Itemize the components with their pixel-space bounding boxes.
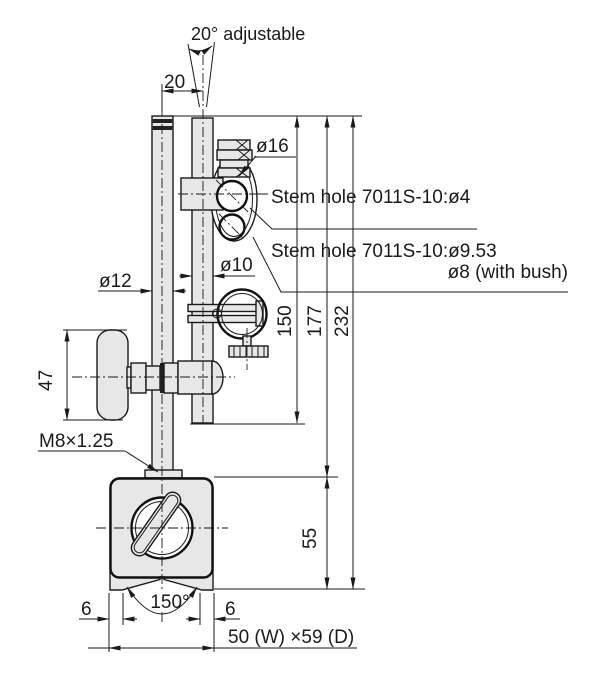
dia16-text: ø16 <box>256 136 289 157</box>
rod-socket <box>177 360 213 395</box>
clamp-knurl-knob <box>217 167 251 178</box>
fine-clamp-nut <box>228 345 269 358</box>
fine-clamp-screw <box>212 308 222 319</box>
rod-socket-dome <box>211 360 224 395</box>
main-column <box>151 115 174 473</box>
clamp-knurl-knob <box>216 149 253 161</box>
leader-dia16 <box>238 155 257 177</box>
angle-arc-20deg <box>188 45 213 56</box>
thread-text: M8×1.25 <box>39 431 113 452</box>
clamp-knurl-knob <box>219 159 249 169</box>
dim-text-6-right: 6 <box>225 599 236 620</box>
clamp-knurl-knob <box>217 139 251 151</box>
leader-thread <box>124 450 159 473</box>
shaft-step <box>163 362 179 394</box>
fine-clamp-ring <box>216 288 268 340</box>
clamp-knob <box>96 329 129 421</box>
dim-text-232: 232 <box>332 305 353 337</box>
groove-angle-arc <box>126 586 198 615</box>
dim-text-55: 55 <box>300 528 321 549</box>
adjustable-angle-text: 20° adjustable <box>191 24 305 44</box>
fine-clamp-jaw <box>255 300 264 327</box>
clamp-diagonal-centerline <box>218 213 245 240</box>
leader-stem-large-line <box>252 236 568 293</box>
dim-text-20: 20 <box>164 72 185 93</box>
dimensions: 150 177 232 55 20° adjustable 20 ø16 Ste… <box>36 24 568 652</box>
groove-angle-text: 150° <box>150 592 189 613</box>
clamp-diagonal-centerline <box>215 179 249 213</box>
dim-text-177: 177 <box>305 305 326 337</box>
magnet-switch-lever-inner <box>133 494 179 554</box>
base-stud <box>144 469 183 479</box>
stem-hole-large-circle <box>218 213 246 241</box>
fine-clamp-bar <box>187 303 263 313</box>
nut-knurl <box>233 346 265 357</box>
swing-line <box>206 41 215 108</box>
dim-text-47: 47 <box>36 370 57 391</box>
stem-hole-small-text: Stem hole 7011S-10:ø4 <box>271 187 471 208</box>
stem-hole-large-text: Stem hole 7011S-10:ø9.53 <box>271 241 497 262</box>
magnet-switch-lever <box>130 491 182 557</box>
dia12-text: ø12 <box>99 271 132 292</box>
dim-text-6-left: 6 <box>81 599 92 620</box>
column-band <box>152 126 173 130</box>
stem-hole-bush-text: ø8 (with bush) <box>448 262 568 283</box>
stand-parts <box>96 115 269 591</box>
footprint-text: 50 (W) ×59 (D) <box>228 627 354 648</box>
shaft-step <box>145 365 161 391</box>
dim-text-150: 150 <box>275 305 296 337</box>
dia10-text: ø10 <box>220 255 253 276</box>
column-band <box>152 119 173 123</box>
leader-stem-small-line <box>249 207 477 230</box>
swing-line <box>187 43 200 108</box>
shaft-step <box>130 362 147 394</box>
fine-clamp-bar <box>187 314 263 324</box>
